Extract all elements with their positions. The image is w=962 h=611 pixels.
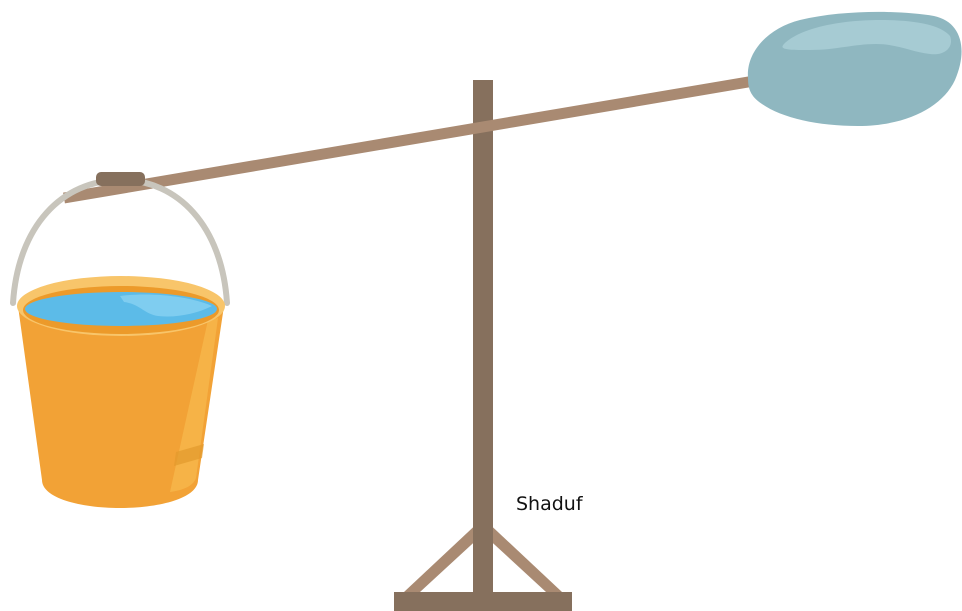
- upright-post: [473, 80, 493, 592]
- base-plank: [394, 592, 572, 611]
- diagram-label: Shaduf: [516, 493, 583, 515]
- bucket: [17, 276, 225, 508]
- right-brace: [483, 518, 562, 592]
- lever-pole: [64, 80, 760, 198]
- counterweight-stone: [748, 12, 962, 126]
- left-brace: [404, 518, 483, 592]
- pole-clamp: [96, 172, 145, 186]
